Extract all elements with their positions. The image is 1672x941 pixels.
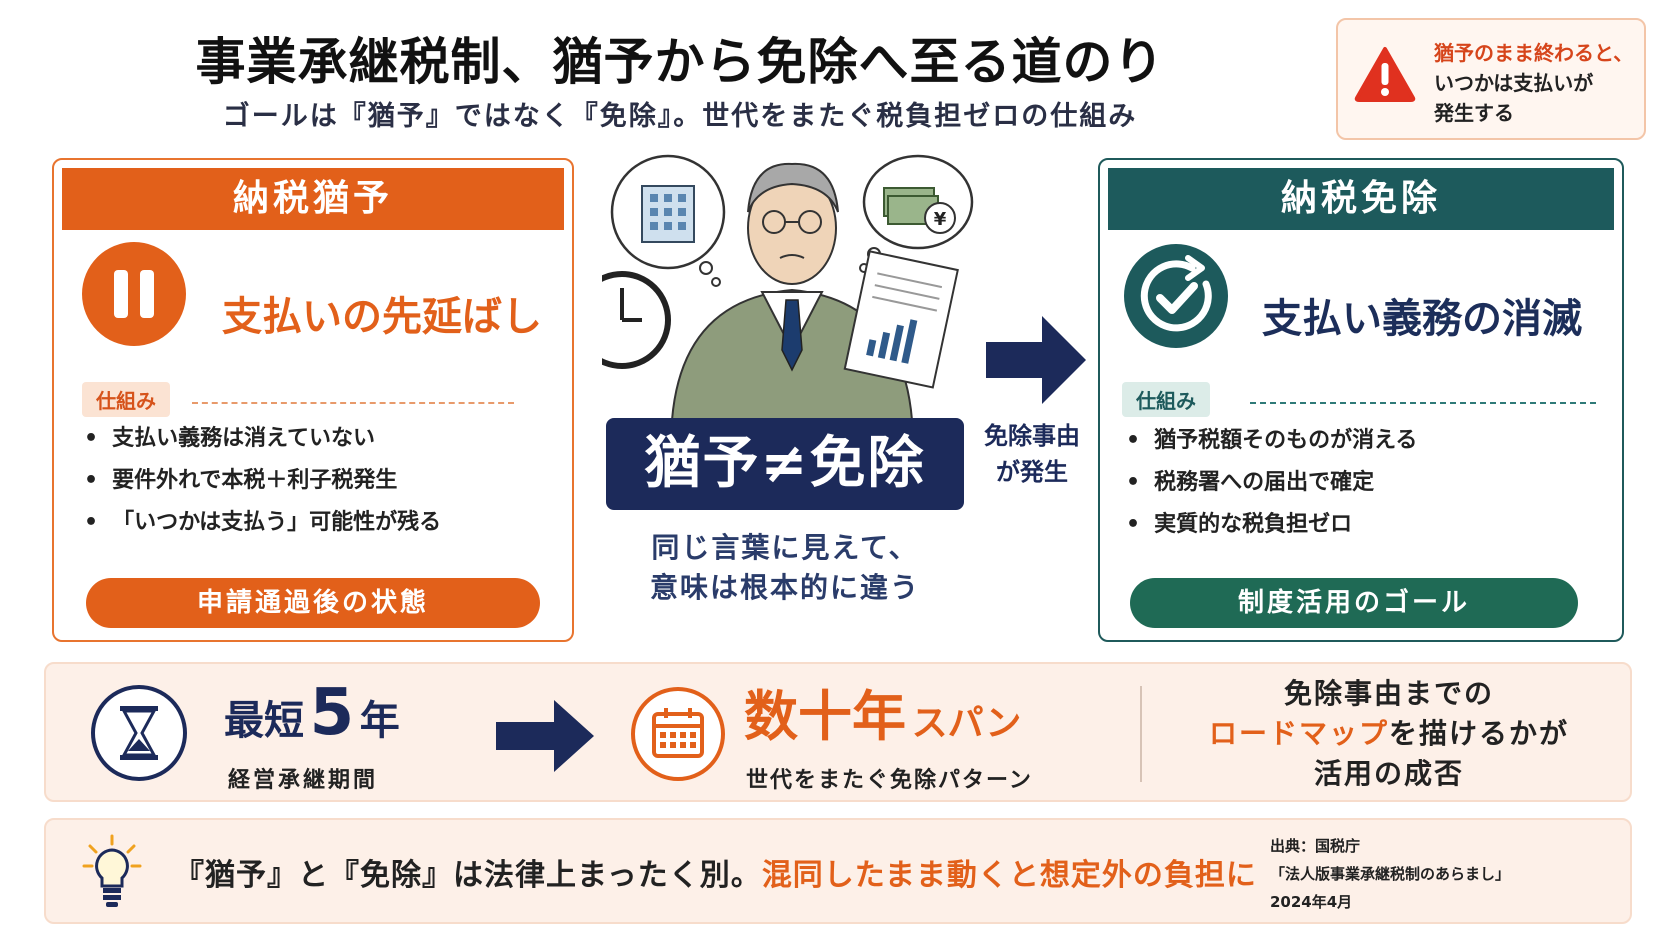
exemption-goal-pill: 制度活用のゴール [1130,578,1578,628]
arrow-right-icon [986,316,1086,404]
exemption-label: 支払い義務の消滅 [1262,296,1582,342]
page-title: 事業承継税制、猶予から免除へ至る道のり [195,33,1165,91]
roadmap-line-1: 免除事由までの [1283,677,1494,710]
exemption-cause-label: 免除事由 が発生 [970,418,1094,490]
svg-text:¥: ¥ [934,209,947,230]
shortest-prefix: 最短 [224,698,304,744]
meaning-line-1: 同じ言葉に見えて、 [651,531,919,564]
check-refresh-icon [1124,244,1228,348]
warning-line-3: 発生する [1434,101,1514,125]
roadmap-line-2: ロードマップを描けるかが [1152,714,1626,754]
exemption-panel: 納税免除 支払い義務の消滅 仕組み 猶予税額そのものが消える 税務署への届出で確… [1098,158,1624,642]
decades-sub: スパン [911,703,1022,744]
deferral-label: 支払いの先延ばし [222,294,542,340]
source-label: 出典：国税庁 [1270,837,1361,855]
meaning-line-2: 意味は根本的に違う [649,571,920,604]
deferral-status-pill: 申請通過後の状態 [86,578,540,628]
roadmap-note: 免除事由までの ロードマップを描けるかが 活用の成否 [1152,674,1626,794]
source-title: 「法人版事業承継税制のあらまし」 [1270,865,1511,883]
deferral-panel: 納税猶予 支払いの先延ばし 仕組み 支払い義務は消えていない 要件外れで本税＋利… [52,158,574,642]
divider [1140,686,1142,782]
divider [1250,402,1596,404]
calendar-icon [631,687,725,781]
warning-line-2: いつかは支払いが [1434,71,1594,95]
roadmap-rest: を描けるかが [1389,717,1570,750]
pause-icon [82,242,186,346]
source-citation: 出典：国税庁 「法人版事業承継税制のあらまし」 2024年4月 [1270,832,1510,916]
exemption-heading: 納税免除 [1108,168,1614,230]
list-item: 税務署への届出で確定 [1126,462,1417,504]
warning-text: 猶予のまま終わると、 いつかは支払いが 発生する [1434,38,1633,128]
exemption-bullets: 猶予税額そのものが消える 税務署への届出で確定 実質的な税負担ゼロ [1126,420,1417,546]
mechanism-tag: 仕組み [1122,382,1210,417]
roadmap-line-3: 活用の成否 [1313,757,1464,790]
page-subtitle: ゴールは『猶予』ではなく『免除』。世代をまたぐ税負担ゼロの仕組み [222,101,1138,132]
list-item: 猶予税額そのものが消える [1126,420,1417,462]
lightbulb-icon [82,834,142,907]
document-icon [843,250,959,389]
shortest-period: 最短 5 年 [224,676,400,750]
warning-line-1: 猶予のまま終わると、 [1434,41,1634,65]
clock-icon [602,271,671,369]
shortest-number: 5 [309,676,355,750]
footer-note: 『猶予』と『免除』は法律上まったく別。混同したまま動くと想定外の負担に 出典：国… [44,818,1632,924]
building-icon [610,154,726,287]
warning-triangle-icon [1354,47,1416,102]
deferral-not-exemption-banner: 猶予≠免除 [606,418,964,510]
deferral-heading: 納税猶予 [62,168,564,230]
hourglass-icon [91,685,187,781]
footer-message: 『猶予』と『免除』は法律上まったく別。混同したまま動くと想定外の負担に [174,850,1257,894]
footer-alert: 混同したまま動くと想定外の負担に [761,858,1257,893]
exemption-cause-line-2: が発生 [996,458,1068,486]
source-date: 2024年4月 [1270,893,1353,911]
list-item: 支払い義務は消えていない [84,418,441,460]
list-item: 「いつかは支払う」可能性が残る [84,502,441,544]
exemption-cause-line-1: 免除事由 [984,422,1080,450]
decades-main: 数十年 [744,685,906,748]
mechanism-tag: 仕組み [82,382,170,417]
decades-label: 世代をまたぐ免除パターン [746,768,1033,793]
footer-main: 『猶予』と『免除』は法律上まったく別。 [174,858,762,893]
warning-box: 猶予のまま終わると、 いつかは支払いが 発生する [1336,18,1646,140]
businessman-illustration: ¥ [602,154,974,420]
list-item: 要件外れで本税＋利子税発生 [84,460,441,502]
timeline-band: 最短 5 年 経営承継期間 数十年 スパン 世代をまたぐ免除パターン 免除事由ま… [44,662,1632,802]
meaning-note: 同じ言葉に見えて、 意味は根本的に違う [600,528,970,608]
deferral-bullets: 支払い義務は消えていない 要件外れで本税＋利子税発生 「いつかは支払う」可能性が… [84,418,441,544]
period-label: 経営承継期間 [228,768,379,793]
arrow-right-icon [496,700,594,772]
decades-span: 数十年 スパン [744,672,1021,751]
roadmap-highlight: ロードマップ [1208,717,1389,750]
shortest-suffix: 年 [359,698,400,744]
divider [192,402,514,404]
list-item: 実質的な税負担ゼロ [1126,504,1417,546]
